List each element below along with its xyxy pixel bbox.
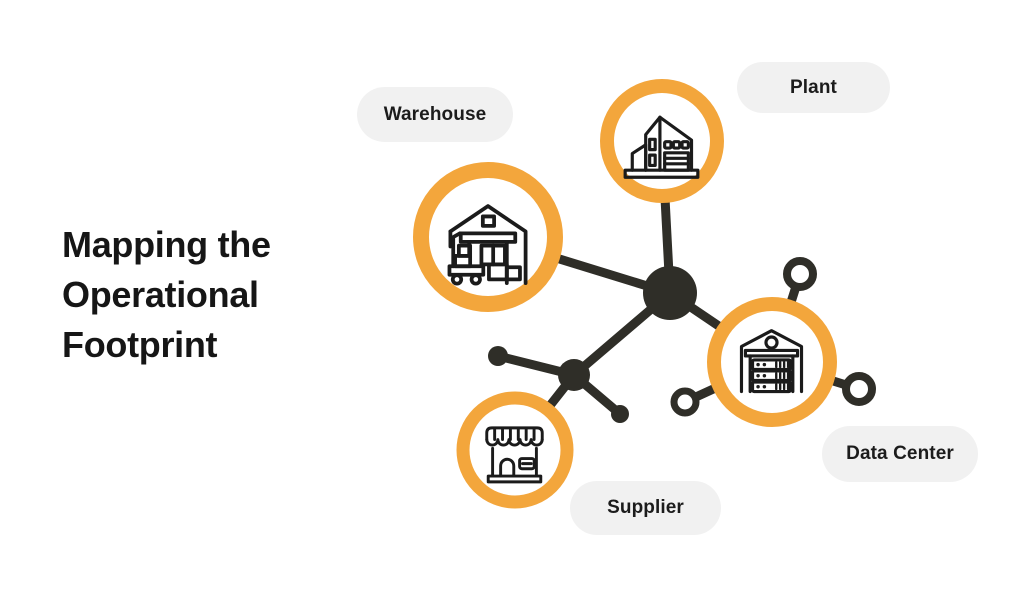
datacenter-node-circle (707, 297, 837, 427)
warehouse-node-circle (413, 162, 563, 312)
server-indicator-dots (756, 362, 767, 389)
warehouse-label: Warehouse (383, 103, 487, 125)
server-rack-icon (739, 329, 804, 394)
dot-node-right (611, 405, 629, 423)
label-pill-supplier: Supplier (570, 481, 721, 535)
title-line-1: Mapping the (62, 224, 271, 265)
ring-node-left (670, 387, 700, 417)
warehouse-icon (447, 204, 528, 286)
plant-label: Plant (790, 76, 837, 98)
central-hub-node (643, 266, 697, 320)
ring-node-top (783, 257, 817, 291)
label-pill-datacenter: Data Center (822, 426, 978, 482)
server-vent-lines (775, 361, 790, 391)
storefront-icon (485, 426, 544, 484)
supplier-label: Supplier (607, 497, 684, 518)
title-line-3: Footprint (62, 324, 218, 365)
title-line-2: Operational (62, 274, 259, 315)
supplier-node-circle (456, 391, 574, 509)
label-pill-plant: Plant (737, 62, 890, 113)
page-title: Mapping the Operational Footprint (62, 220, 271, 370)
label-pill-warehouse: Warehouse (357, 87, 513, 142)
datacenter-label: Data Center (846, 443, 954, 464)
ring-node-right (842, 372, 876, 406)
plant-node-circle (600, 79, 724, 203)
factory-icon (623, 115, 700, 179)
dot-node-left (488, 346, 508, 366)
secondary-hub-node (558, 359, 590, 391)
